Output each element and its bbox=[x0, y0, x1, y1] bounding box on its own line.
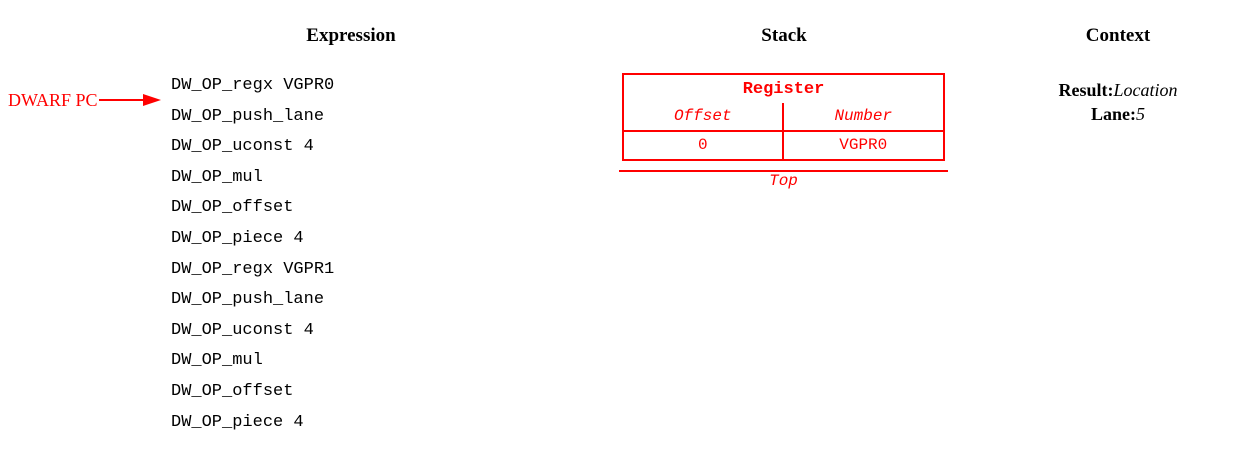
dwarf-pc-pointer: DWARF PC bbox=[8, 89, 161, 111]
context-row-result: Result:Location bbox=[1018, 78, 1218, 102]
expression-line: DW_OP_mul bbox=[171, 167, 263, 187]
expression-line: DW_OP_uconst 4 bbox=[171, 320, 314, 340]
expression-line: DW_OP_offset bbox=[171, 381, 294, 401]
dwarf-pc-label: DWARF PC bbox=[8, 90, 98, 110]
stack-entry-table: Register Offset Number 0 VGPR0 bbox=[622, 73, 945, 161]
column-heading-context: Context bbox=[1085, 25, 1151, 46]
column-heading-stack: Stack bbox=[761, 25, 807, 46]
stack-entry-title: Register bbox=[742, 80, 825, 99]
column-heading-expression: Expression bbox=[306, 25, 396, 46]
context-key-result: Result: bbox=[1058, 80, 1114, 100]
expression-listing: DW_OP_regx VGPR0 DW_OP_push_lane DW_OP_u… bbox=[171, 74, 334, 441]
stack-value-offset: 0 bbox=[624, 132, 784, 159]
context-value-result: Location bbox=[1113, 80, 1178, 100]
expression-line: DW_OP_piece 4 bbox=[171, 228, 304, 248]
stack-field-header-offset: Offset bbox=[624, 103, 784, 130]
context-key-lane: Lane: bbox=[1091, 104, 1136, 124]
expression-line: DW_OP_regx VGPR1 bbox=[171, 259, 335, 279]
stack-value-number: VGPR0 bbox=[839, 136, 888, 154]
stack-value-row: 0 VGPR0 bbox=[624, 130, 943, 159]
context-row-lane: Lane:5 bbox=[1018, 102, 1218, 126]
context-block: Result:Location Lane:5 bbox=[1018, 78, 1218, 126]
expression-line: DW_OP_mul bbox=[171, 351, 263, 371]
stack-field-header-number: Number bbox=[834, 107, 893, 125]
expression-line: DW_OP_uconst 4 bbox=[171, 137, 314, 157]
expression-line: DW_OP_piece 4 bbox=[171, 412, 304, 432]
expression-line: DW_OP_push_lane bbox=[171, 106, 325, 126]
expression-line: DW_OP_push_lane bbox=[171, 290, 325, 310]
stack-top-label: Top bbox=[769, 172, 798, 190]
stack-top-rule bbox=[619, 170, 948, 172]
expression-line: DW_OP_regx VGPR0 bbox=[171, 76, 335, 95]
stack-field-header-row: Offset Number bbox=[624, 103, 943, 130]
context-value-lane: 5 bbox=[1136, 104, 1145, 124]
expression-line: DW_OP_offset bbox=[171, 198, 294, 218]
arrow-right-icon bbox=[98, 94, 161, 106]
